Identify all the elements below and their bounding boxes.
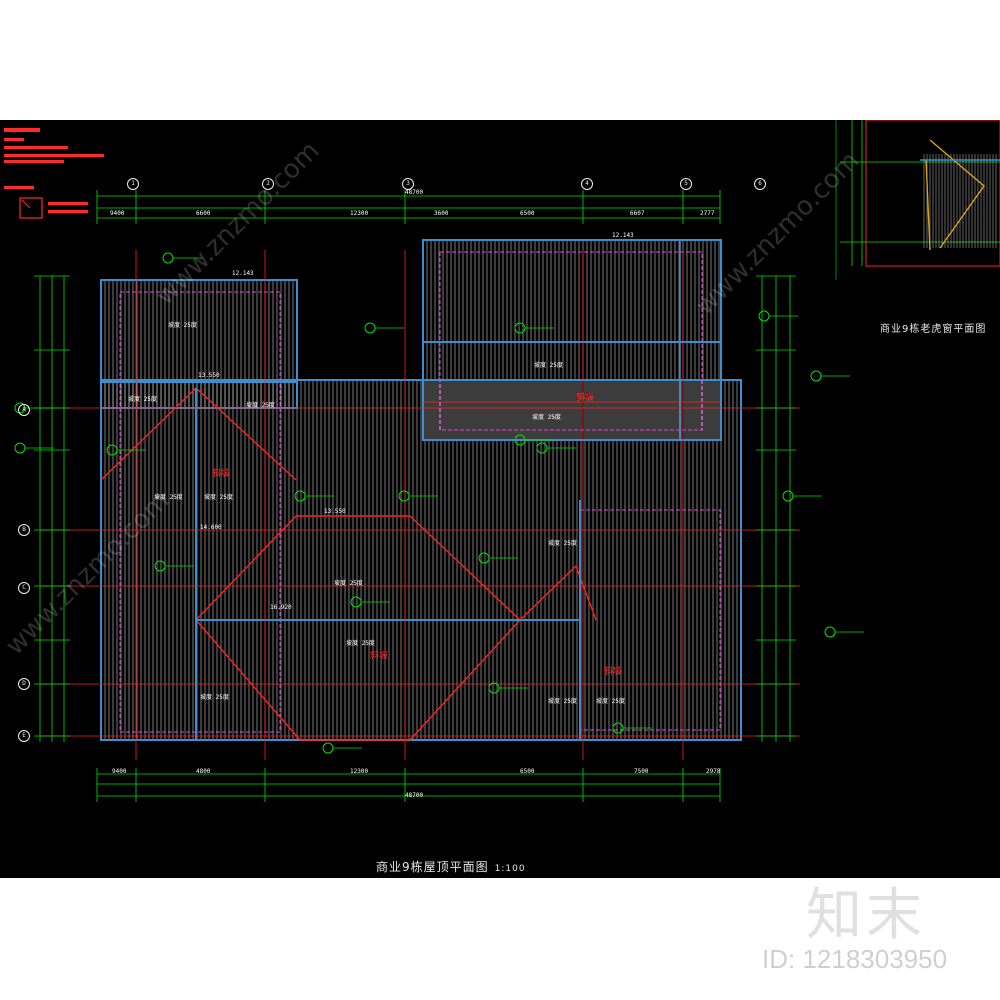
index-marker <box>106 444 118 456</box>
elevation-label: 12.143 <box>232 270 254 277</box>
grid-bubble: 1 <box>127 178 139 190</box>
grid-bubble: 4 <box>581 178 593 190</box>
slope-label: 坡度 25度 <box>532 414 561 421</box>
elevation-label: 16.920 <box>270 604 292 611</box>
cad-drawing-canvas: 1 2 3 4 5 6 A B C D E 9400 6600 12300 36… <box>0 120 1000 878</box>
elevation-label: 13.550 <box>324 508 346 515</box>
dimension-label: 6600 <box>196 210 211 217</box>
dimension-label: 3600 <box>434 210 449 217</box>
image-id-label: ID: 1218303950 <box>762 944 948 974</box>
dimension-label: 9400 <box>110 210 125 217</box>
roof-plan-svg <box>14 120 1000 802</box>
dimension-label: 48700 <box>405 792 424 799</box>
inset-title: 商业9栋老虎窗平面图 <box>880 324 987 335</box>
drawing-title-text: 商业9栋屋顶平面图 <box>376 860 489 874</box>
slope-label: 坡度 25度 <box>246 402 275 409</box>
slope-label: 坡度 25度 <box>128 396 157 403</box>
index-marker <box>162 252 174 264</box>
dimension-label: 6607 <box>630 210 645 217</box>
index-marker <box>612 722 624 734</box>
inset-dormer-line <box>925 159 931 251</box>
grid-bubble: 5 <box>680 178 692 190</box>
slope-label: 坡度 25度 <box>534 362 563 369</box>
eave-line <box>119 291 281 733</box>
slope-label: 坡度 25度 <box>548 698 577 705</box>
drawing-scale: 1:100 <box>494 864 526 874</box>
index-marker <box>758 310 770 322</box>
roof-outline <box>422 239 722 441</box>
roof-outline <box>100 279 298 409</box>
slope-label: 坡度 25度 <box>548 540 577 547</box>
inset-frame <box>865 120 1000 267</box>
grid-bubble: B <box>18 524 30 536</box>
grid-bubble: 2 <box>262 178 274 190</box>
ridge-label: 斜坡 <box>370 651 389 661</box>
brand-logo: 知末 <box>806 883 926 948</box>
grid-bubble: C <box>18 582 30 594</box>
ridge-line <box>100 387 197 481</box>
ridge-line <box>409 619 521 741</box>
slope-label: 坡度 25度 <box>200 694 229 701</box>
index-marker <box>350 596 362 608</box>
index-marker <box>322 742 334 754</box>
dimension-label: 48700 <box>405 189 424 196</box>
index-marker <box>398 490 410 502</box>
ridge-line <box>519 565 577 621</box>
dimension-label: 12300 <box>350 210 369 217</box>
index-marker <box>364 322 376 334</box>
grid-bubble: A <box>18 404 30 416</box>
index-marker <box>294 490 306 502</box>
index-marker <box>478 552 490 564</box>
legend-notes <box>4 128 104 219</box>
dimension-label: 2978 <box>706 768 721 775</box>
index-marker <box>154 560 166 572</box>
ridge-label: 斜坡 <box>576 393 595 403</box>
ridge-line <box>195 619 301 741</box>
slope-label: 坡度 25度 <box>346 640 375 647</box>
slope-label: 坡度 25度 <box>168 322 197 329</box>
dimension-label: 6500 <box>520 768 535 775</box>
elevation-label: 14.600 <box>200 524 222 531</box>
ridge-line <box>409 515 521 621</box>
grid-bubble: 3 <box>402 178 414 190</box>
index-marker <box>514 322 526 334</box>
ridge-line <box>195 515 297 621</box>
dimension-label: 6500 <box>520 210 535 217</box>
slope-label: 坡度 25度 <box>334 580 363 587</box>
slope-label: 坡度 25度 <box>154 494 183 501</box>
slope-label: 坡度 25度 <box>596 698 625 705</box>
elevation-label: 13.550 <box>198 372 220 379</box>
ridge-label: 斜坡 <box>212 469 231 479</box>
dimension-label: 4800 <box>196 768 211 775</box>
index-marker <box>824 626 836 638</box>
index-marker <box>536 442 548 454</box>
inset-dormer-line <box>929 139 985 249</box>
elevation-label: 12.143 <box>612 232 634 239</box>
grid-bubble: D <box>18 678 30 690</box>
drawing-title: 商业9栋屋顶平面图 1:100 <box>376 858 526 875</box>
roof-outline <box>100 379 742 741</box>
dimension-label: 2777 <box>700 210 715 217</box>
dimension-label: 9400 <box>112 768 127 775</box>
grid-bubble: 6 <box>754 178 766 190</box>
index-marker <box>782 490 794 502</box>
dimension-label: 12300 <box>350 768 369 775</box>
dimension-label: 7500 <box>634 768 649 775</box>
ridge-label: 斜坡 <box>604 667 623 677</box>
grid-bubble: E <box>18 730 30 742</box>
index-marker <box>14 442 26 454</box>
slope-label: 坡度 25度 <box>204 494 233 501</box>
index-marker <box>810 370 822 382</box>
index-marker <box>488 682 500 694</box>
ridge-line <box>195 387 297 481</box>
